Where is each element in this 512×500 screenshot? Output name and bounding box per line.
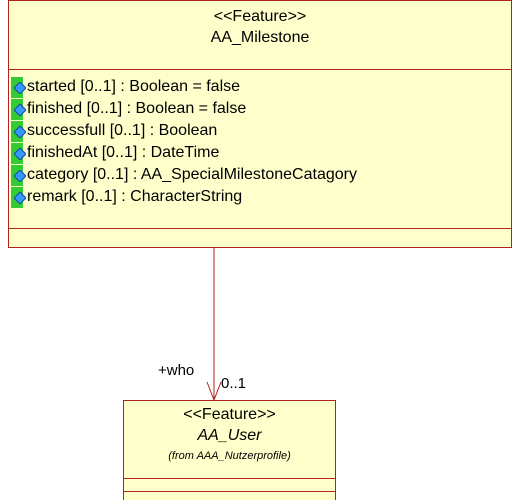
attribute-label: finishedAt [0..1] : DateTime xyxy=(27,144,220,161)
attribute-compartment: started [0..1] : Boolean = false finishe… xyxy=(9,70,511,229)
attribute-label: started [0..1] : Boolean = false xyxy=(27,78,241,95)
attribute-row[interactable]: started [0..1] : Boolean = false xyxy=(9,76,511,98)
attribute-diamond-icon xyxy=(14,104,26,116)
attribute-compartment xyxy=(124,479,335,492)
attribute-row[interactable]: category [0..1] : AA_SpecialMilestoneCat… xyxy=(9,164,511,186)
class-stereotype: <<Feature>> xyxy=(183,406,276,423)
association-role-label: +who xyxy=(158,362,195,379)
class-header: <<Feature>> AA_Milestone xyxy=(9,1,511,70)
attribute-row[interactable]: finished [0..1] : Boolean = false xyxy=(9,98,511,120)
attribute-row[interactable]: remark [0..1] : CharacterString xyxy=(9,186,511,208)
association-multiplicity-label: 0..1 xyxy=(221,375,247,392)
class-name: AA_User xyxy=(197,427,262,444)
attribute-diamond-icon xyxy=(14,126,26,138)
attribute-row[interactable]: finishedAt [0..1] : DateTime xyxy=(9,142,511,164)
attribute-label: finished [0..1] : Boolean = false xyxy=(27,100,247,117)
attribute-diamond-icon xyxy=(14,192,26,204)
attribute-diamond-icon xyxy=(14,148,26,160)
class-aa-milestone[interactable]: <<Feature>> AA_Milestone started [0..1] … xyxy=(8,0,512,248)
class-aa-user[interactable]: <<Feature>> AA_User (from AAA_Nutzerprof… xyxy=(123,400,336,500)
class-name: AA_Milestone xyxy=(210,29,310,46)
navigability-arrowhead xyxy=(206,381,222,402)
class-stereotype: <<Feature>> xyxy=(213,8,307,25)
class-header: <<Feature>> AA_User (from AAA_Nutzerprof… xyxy=(124,401,335,479)
attribute-label: category [0..1] : AA_SpecialMilestoneCat… xyxy=(27,166,357,183)
class-package-origin: (from AAA_Nutzerprofile) xyxy=(168,450,291,462)
attribute-label: remark [0..1] : CharacterString xyxy=(27,188,243,205)
attribute-diamond-icon xyxy=(14,82,26,94)
attribute-diamond-icon xyxy=(14,170,26,182)
attribute-label: successfull [0..1] : Boolean xyxy=(27,122,218,139)
attribute-row[interactable]: successfull [0..1] : Boolean xyxy=(9,120,511,142)
